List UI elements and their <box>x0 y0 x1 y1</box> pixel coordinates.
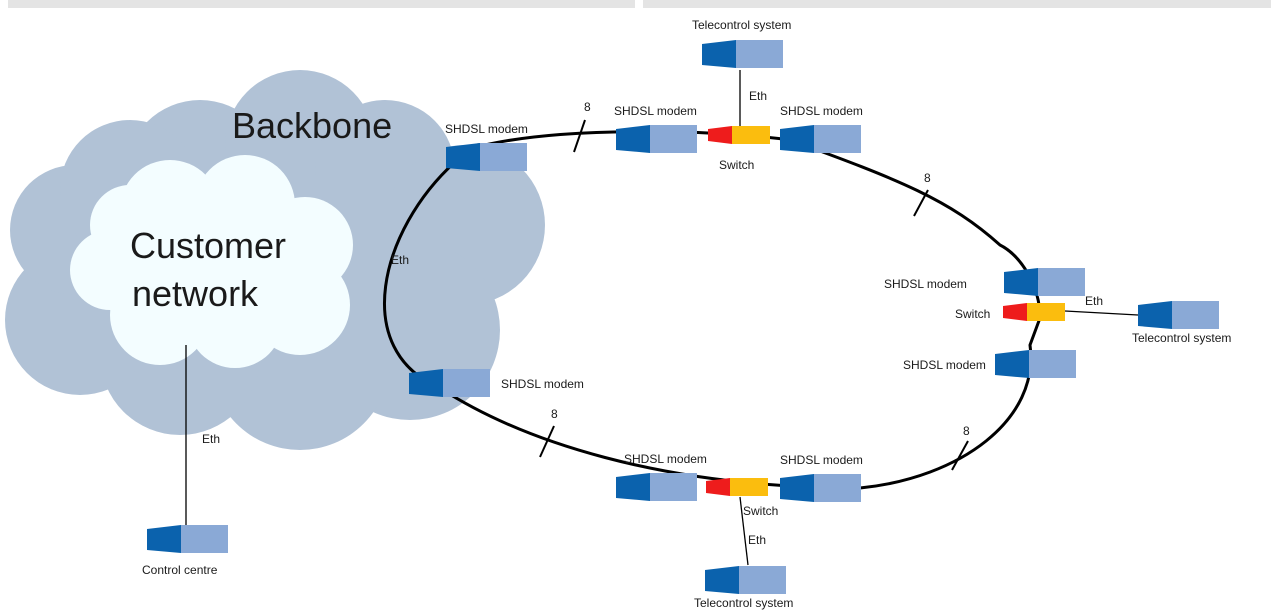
customer-network-label-line1: Customer <box>130 225 286 266</box>
shdsl-modem-icon <box>446 143 527 171</box>
wire-count-tick <box>951 440 969 471</box>
telecontrol-label: Telecontrol system <box>694 596 793 610</box>
shdsl-modem-label: SHDSL modem <box>780 453 863 467</box>
telecontrol-label: Telecontrol system <box>692 18 791 32</box>
eth-label: Eth <box>748 533 766 547</box>
shdsl-modem-icon <box>616 473 697 501</box>
shdsl-modem-label: SHDSL modem <box>780 104 863 118</box>
control-centre-device-icon <box>147 525 228 553</box>
eth-link-bottom <box>739 496 749 566</box>
eth-label: Eth <box>1085 294 1103 308</box>
shdsl-modem-icon <box>780 474 861 502</box>
wire-count-tick <box>539 425 555 458</box>
switch-label: Switch <box>719 158 754 172</box>
shdsl-modem-label: SHDSL modem <box>884 277 967 291</box>
eth-label: Eth <box>202 432 220 446</box>
top-border-band <box>643 0 1271 8</box>
shdsl-modem-icon <box>995 350 1076 378</box>
telecontrol-device-icon <box>702 40 783 68</box>
customer-network-cloud <box>70 155 353 368</box>
eth-label: Eth <box>749 89 767 103</box>
switch-icon <box>708 126 770 144</box>
top-border-band <box>8 0 635 8</box>
wire-count-label: 8 <box>924 171 931 185</box>
switch-icon <box>1003 303 1065 321</box>
telecontrol-device-icon <box>1138 301 1219 329</box>
wire-count-label: 8 <box>963 424 970 438</box>
shdsl-modem-icon <box>616 125 697 153</box>
switch-label: Switch <box>743 504 778 518</box>
shdsl-modem-label: SHDSL modem <box>501 377 584 391</box>
shdsl-modem-icon <box>1004 268 1085 296</box>
shdsl-modem-icon <box>780 125 861 153</box>
shdsl-modem-label: SHDSL modem <box>903 358 986 372</box>
wire-count-label: 8 <box>551 407 558 421</box>
telecontrol-device-icon <box>705 566 786 594</box>
switch-icon <box>706 478 768 496</box>
wire-count-tick <box>573 119 586 153</box>
eth-label: Eth <box>391 253 409 267</box>
customer-network-label-line2: network <box>132 273 259 314</box>
shdsl-modem-icon <box>409 369 490 397</box>
backbone-label: Backbone <box>232 105 392 146</box>
control-centre-label: Control centre <box>142 563 218 577</box>
wire-count-tick <box>913 189 929 217</box>
shdsl-modem-label: SHDSL modem <box>614 104 697 118</box>
eth-link-right <box>1064 310 1139 316</box>
shdsl-modem-label: SHDSL modem <box>445 122 528 136</box>
telecontrol-label: Telecontrol system <box>1132 331 1231 345</box>
wire-count-label: 8 <box>584 100 591 114</box>
shdsl-modem-label: SHDSL modem <box>624 452 707 466</box>
switch-label: Switch <box>955 307 990 321</box>
